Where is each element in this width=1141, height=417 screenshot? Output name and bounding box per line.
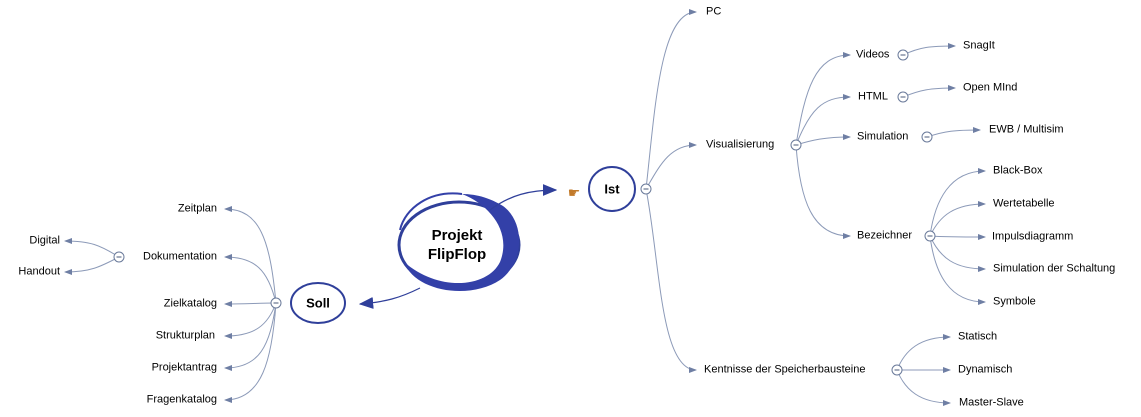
- soll-collapse-toggle-icon[interactable]: [270, 297, 282, 309]
- visualisierung-collapse-toggle-icon[interactable]: [790, 139, 802, 151]
- node-simulation-der-schaltung[interactable]: Simulation der Schaltung: [993, 262, 1116, 275]
- link-root-ist: [489, 184, 558, 211]
- node-black-box[interactable]: Black-Box: [993, 164, 1043, 177]
- node-strukturplan[interactable]: Strukturplan: [155, 329, 215, 342]
- ist-collapse-toggle-icon[interactable]: [640, 183, 652, 195]
- node-impulsdiagramm[interactable]: Impulsdiagramm: [992, 230, 1074, 243]
- kentnisse-collapse-toggle-icon[interactable]: [891, 364, 903, 376]
- node-statisch[interactable]: Statisch: [958, 330, 998, 343]
- link-root-soll: [358, 287, 421, 309]
- soll-node-ring: [290, 282, 346, 324]
- node-ewb-multisim[interactable]: EWB / Multisim: [989, 123, 1064, 136]
- node-wertetabelle[interactable]: Wertetabelle: [993, 197, 1055, 210]
- simulation-collapse-toggle-icon[interactable]: [921, 131, 933, 143]
- node-zeitplan[interactable]: Zeitplan: [177, 202, 217, 215]
- node-simulation[interactable]: Simulation: [857, 130, 909, 143]
- node-snagit[interactable]: SnagIt: [963, 39, 995, 52]
- html-collapse-toggle-icon[interactable]: [897, 91, 909, 103]
- node-kentnisse-der-speicherbausteine[interactable]: Kentnisse der Speicherbausteine: [704, 363, 866, 376]
- root-node[interactable]: Projekt FlipFlop: [428, 226, 486, 264]
- node-handout[interactable]: Handout: [18, 265, 60, 278]
- node-dynamisch[interactable]: Dynamisch: [958, 363, 1013, 376]
- node-bezeichner[interactable]: Bezeichner: [857, 229, 913, 242]
- videos-collapse-toggle-icon[interactable]: [897, 49, 909, 61]
- bezeichner-collapse-toggle-icon[interactable]: [924, 230, 936, 242]
- root-title-line2: FlipFlop: [427, 246, 487, 263]
- root-title-line1: Projekt: [431, 227, 483, 244]
- node-digital[interactable]: Digital: [29, 234, 60, 247]
- node-visualisierung[interactable]: Visualisierung: [706, 138, 775, 151]
- ist-node[interactable]: Ist: [604, 181, 620, 197]
- node-pc[interactable]: PC: [706, 5, 722, 18]
- node-master-slave[interactable]: Master-Slave: [959, 396, 1024, 409]
- ist-node-ring: [588, 166, 636, 212]
- node-symbole[interactable]: Symbole: [993, 295, 1036, 308]
- dokumentation-collapse-toggle-icon[interactable]: [113, 251, 125, 263]
- node-zielkatalog[interactable]: Zielkatalog: [163, 297, 217, 310]
- node-fragenkatalog[interactable]: Fragenkatalog: [146, 393, 217, 406]
- node-videos[interactable]: Videos: [856, 48, 890, 61]
- node-dokumentation[interactable]: Dokumentation: [143, 250, 217, 263]
- node-html[interactable]: HTML: [858, 90, 888, 103]
- node-open-mind[interactable]: Open MInd: [963, 81, 1018, 94]
- soll-node[interactable]: Soll: [306, 295, 330, 311]
- node-projektantrag[interactable]: Projektantrag: [151, 361, 217, 374]
- hand-pointer-icon: ☛: [567, 184, 581, 201]
